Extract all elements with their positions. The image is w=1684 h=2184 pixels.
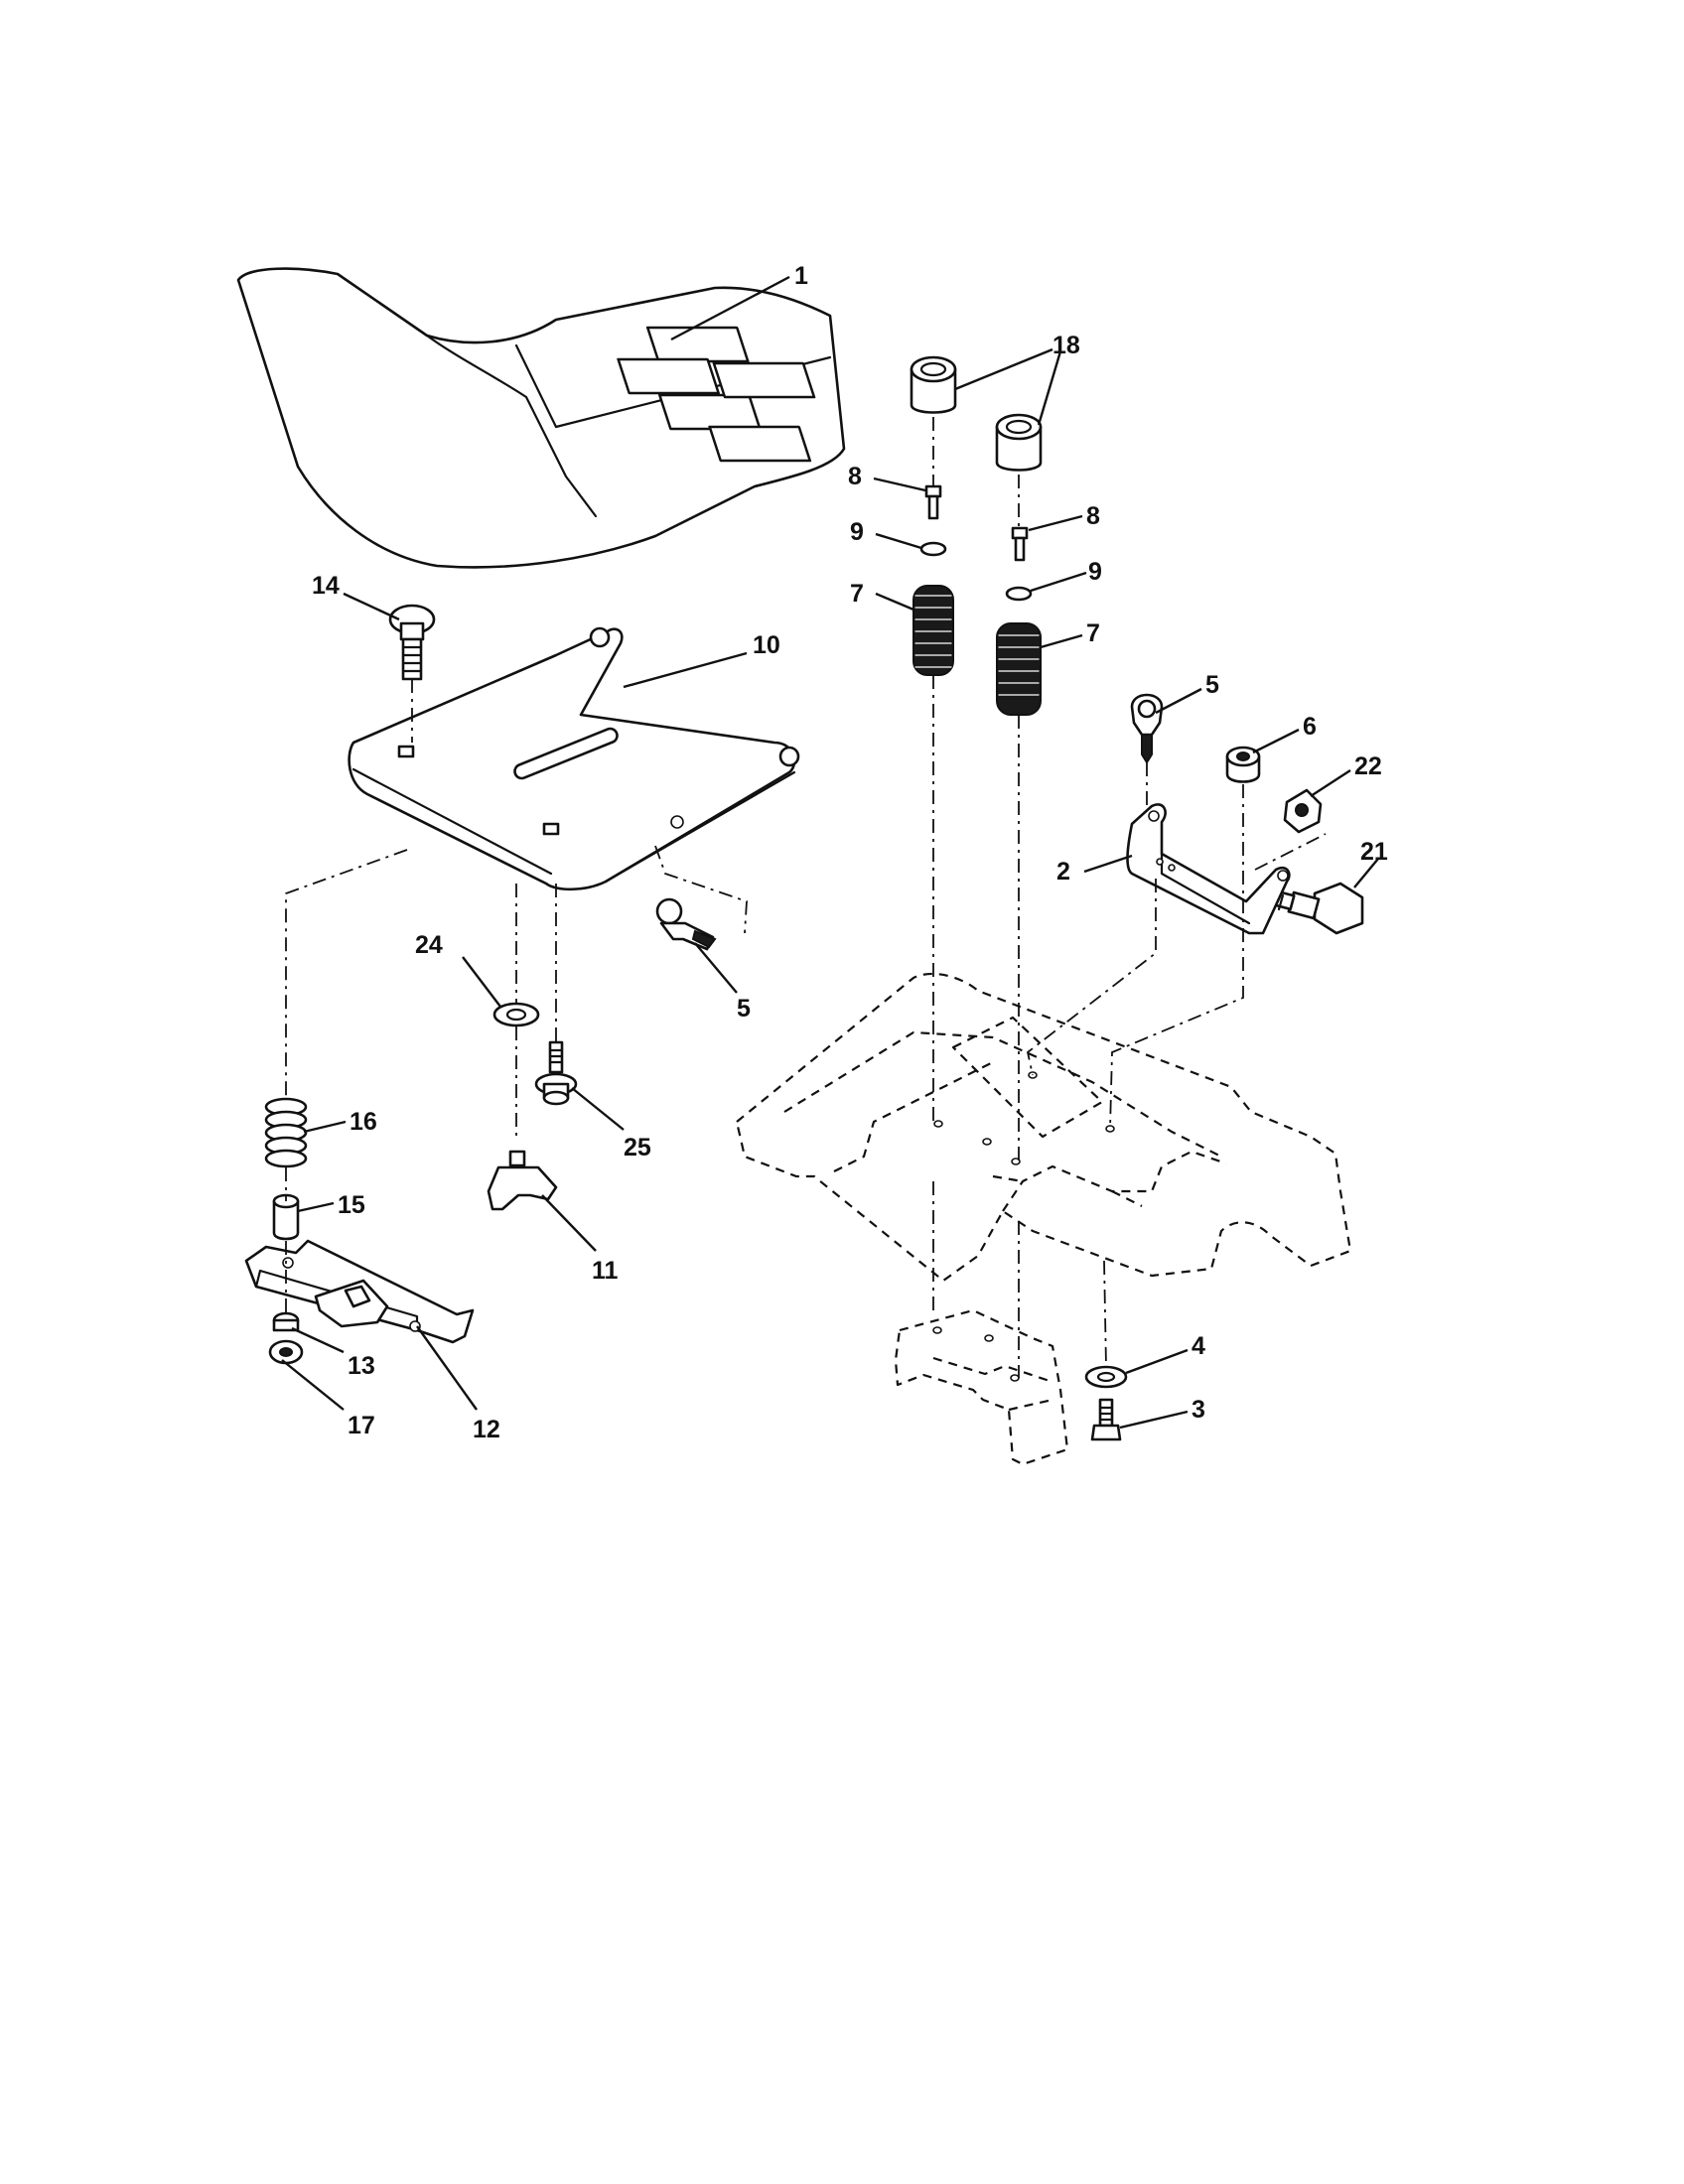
washer-part-24 [492,1002,540,1027]
nut-part-17 [268,1339,304,1365]
callout-5-upper: 5 [1205,671,1219,699]
bumper-part-left [910,355,957,414]
callout-8-right: 8 [1086,502,1100,530]
spring-part-left [912,585,954,676]
callout-10: 10 [753,631,780,659]
callout-21: 21 [1360,838,1388,866]
callout-9-left: 9 [850,518,864,546]
washer-part-left [919,541,947,557]
callout-25: 25 [624,1134,651,1161]
callout-11: 11 [592,1257,619,1285]
carriage-bolt-part [388,604,436,681]
bolt-part-25 [534,1040,578,1106]
callout-13: 13 [348,1352,375,1380]
callout-17: 17 [348,1412,375,1439]
bolt-part-3 [1090,1398,1122,1441]
clip-part-lower [655,897,717,951]
frame-holes [932,1071,1115,1382]
callout-16: 16 [350,1108,377,1136]
seat-pan-part [348,626,800,891]
seat-part [236,267,846,569]
callout-18: 18 [1052,332,1080,359]
callout-12: 12 [473,1416,500,1443]
callout-22: 22 [1354,752,1382,780]
tractor-frame-outline [735,972,1352,1283]
lower-mount-outline [894,1308,1069,1466]
callout-3: 3 [1192,1396,1205,1424]
washer-part-4 [1084,1365,1128,1389]
callout-labels: 1 18 8 9 7 8 9 7 14 10 5 6 22 21 2 24 5 … [312,262,1388,1443]
nut-part-13 [272,1311,300,1332]
callout-9-right: 9 [1088,558,1102,586]
callout-14: 14 [312,572,340,600]
nut-part-6 [1225,746,1261,783]
clip-part-upper [1130,693,1164,764]
spring-part-16 [264,1097,308,1168]
bolt-part-right [1011,526,1029,562]
washer-part-right [1005,586,1033,602]
callout-2: 2 [1056,858,1070,886]
callout-7-right: 7 [1086,619,1100,647]
bracket-part [1126,803,1291,935]
bumper-part-right [995,413,1043,472]
callout-5-lower: 5 [737,995,751,1023]
spacer-part [272,1193,300,1241]
callout-6: 6 [1303,713,1317,741]
bolt-part-left [924,484,942,520]
callout-24: 24 [415,931,443,959]
callout-8-left: 8 [848,463,862,490]
assembly-guides [285,417,1327,1378]
spring-part-right [996,622,1042,716]
callout-7-left: 7 [850,580,864,608]
nut-part-22 [1283,788,1323,834]
callout-1: 1 [794,262,808,290]
leader-lines [281,275,1379,1430]
slide-plate-part [244,1239,475,1344]
callout-15: 15 [338,1191,365,1219]
knob-part [487,1150,558,1211]
callout-4: 4 [1192,1332,1205,1360]
